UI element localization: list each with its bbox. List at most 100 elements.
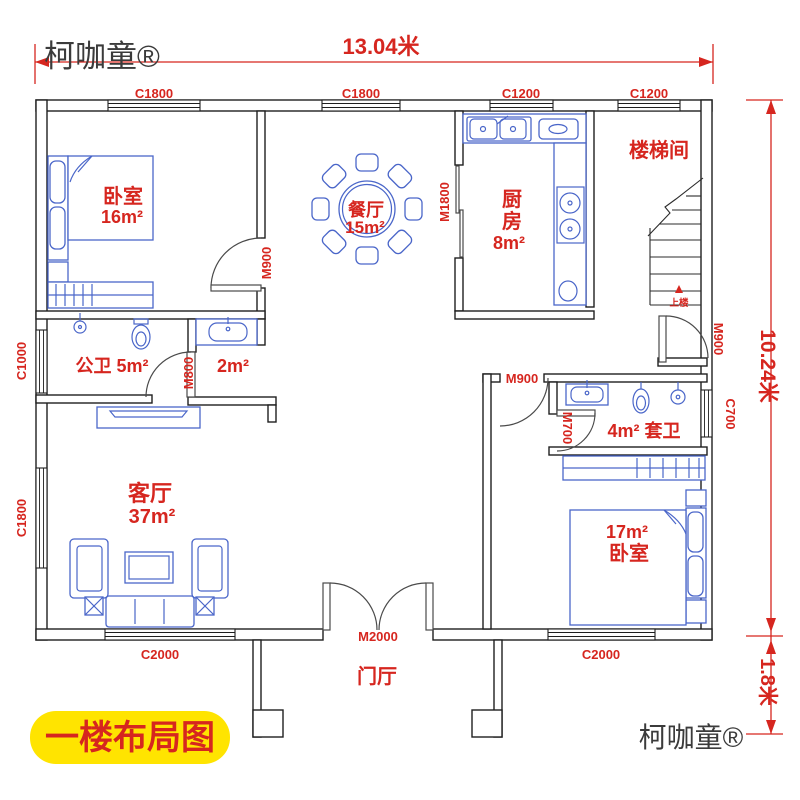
room-area-kitchen: 8m²: [493, 233, 525, 253]
dim-porch-depth: 1.8米: [756, 658, 779, 707]
toilet: [632, 388, 650, 414]
coffee-table: [124, 551, 174, 584]
furniture-bedroom-main: [47, 155, 154, 309]
room-label-public-bath: 公卫 5m²: [75, 356, 148, 376]
blanket-curl: [69, 155, 93, 183]
door-m900-suite: [499, 377, 549, 427]
door-m900-stair: [658, 315, 709, 363]
room-label-bedroom-main: 卧室: [103, 184, 143, 208]
toilet: [131, 324, 151, 350]
round-table: [338, 180, 396, 238]
title-badge-label: 一楼布局图: [45, 719, 215, 757]
window-tag-left-living: C1800: [14, 499, 29, 537]
window-tag-left-bath: C1000: [14, 342, 29, 380]
toilet-tank: [133, 318, 149, 325]
living-furniture: [69, 406, 229, 628]
window-tag-top-dining: C1800: [342, 86, 380, 101]
door-m1800-kitchen-slider: [455, 165, 464, 258]
door-m900-bedroom: [210, 237, 262, 292]
nightstand: [685, 489, 707, 507]
window-c1200-top-kitchen: [489, 99, 554, 112]
chair: [321, 163, 347, 189]
room-label-living: 客厅: [128, 481, 172, 506]
room-area-living: 37m²: [129, 506, 176, 528]
chair: [387, 229, 413, 255]
dim-main-depth: 10.24米: [756, 329, 779, 404]
window-c1800-top-dining: [321, 99, 401, 112]
window-tag-top-bedroom: C1800: [135, 86, 173, 101]
arrow-up-icon: [766, 640, 776, 654]
chair: [355, 153, 379, 172]
stove: [556, 186, 585, 244]
arrow-up-icon: [766, 100, 776, 114]
chair: [311, 197, 330, 221]
window-tag-top-kitchen: C1200: [502, 86, 540, 101]
window-c1800-top-bedroom: [107, 99, 201, 112]
door-tag-bath: M800: [181, 357, 196, 390]
door-m2000-entry: [322, 582, 434, 631]
door-m800-bath: [145, 351, 196, 398]
bathroom-fixtures-public: [73, 313, 151, 350]
dim-total-width: 13.04米: [342, 34, 420, 59]
door-tag-ensuite: M700: [560, 412, 575, 445]
window-c700-right-ensuite: [700, 389, 713, 438]
door-tag-entry: M2000: [358, 629, 398, 644]
arrow-right-icon: [699, 57, 713, 67]
arrow-left-icon: [35, 57, 49, 67]
bed-mattress: [67, 155, 154, 241]
window-c2000-bottom-bedroom: [547, 628, 656, 641]
window-tag-bottom-bedroom: C2000: [582, 647, 620, 662]
tv: [108, 410, 189, 418]
door-tag-suite: M900: [506, 371, 539, 386]
room-label-ensuite: 4m² 套卫: [607, 420, 680, 441]
porch-pillar-left: [252, 709, 284, 738]
room-label-foyer: 门厅: [357, 664, 397, 688]
window-tag-right-ensuite: C700: [723, 398, 738, 429]
pillow: [687, 511, 704, 553]
arrow-down-icon: [766, 618, 776, 632]
double-sink: [466, 116, 532, 142]
kitchen-counters: [462, 113, 587, 306]
shower-drain: [73, 320, 87, 334]
room-label-kitchen-2: 房: [502, 209, 522, 233]
door-tag-bedroom-main: M900: [259, 247, 274, 280]
porch: [252, 639, 503, 738]
windows: [35, 99, 713, 641]
chair: [404, 197, 423, 221]
window-tag-top-stair: C1200: [630, 86, 668, 101]
furniture-bedroom-second: [562, 455, 707, 626]
pillow: [687, 555, 704, 597]
dining-table-set: [311, 153, 423, 265]
stair-break-line: [647, 177, 704, 237]
room-label-kitchen-1: 厨: [502, 189, 522, 211]
stairs: [647, 177, 704, 306]
arrow-down-icon: [766, 720, 776, 734]
window-c1800-left-living: [35, 467, 48, 569]
watermark-top-left: 柯咖童®: [44, 39, 160, 74]
room-area-bedroom-main: 16m²: [101, 207, 143, 227]
door-tag-stair: M900: [711, 323, 726, 356]
chair: [387, 163, 413, 189]
room-area-bedroom-second: 17m²: [606, 522, 648, 542]
dimension-lines: [34, 44, 783, 735]
door-tag-kitchen: M1800: [437, 182, 452, 222]
pillow: [49, 206, 66, 250]
nightstand: [685, 599, 707, 624]
window-c1000-left-bath: [35, 329, 48, 394]
room-label-bedroom-second: 卧室: [609, 541, 649, 565]
faucet: [496, 115, 509, 125]
nightstand: [47, 261, 69, 283]
wash-basin-nook: [195, 317, 258, 346]
porch-pillar-right: [471, 709, 503, 738]
doors: [145, 165, 709, 631]
room-area-wash-nook: 2m²: [217, 356, 249, 376]
bed-mattress: [569, 509, 687, 626]
room-label-dining: 餐厅: [347, 199, 384, 220]
chair: [355, 246, 379, 265]
title-badge: 一楼布局图: [30, 711, 230, 764]
window-c1200-top-stair: [617, 99, 681, 112]
sofa: [105, 595, 195, 628]
prep-board: [538, 118, 579, 140]
